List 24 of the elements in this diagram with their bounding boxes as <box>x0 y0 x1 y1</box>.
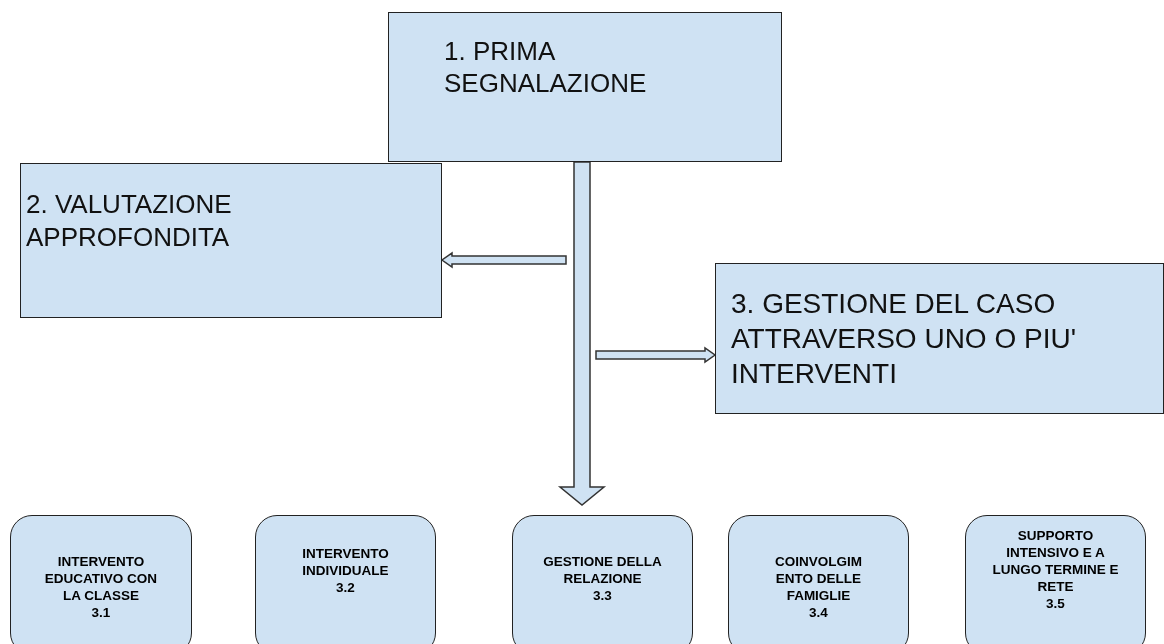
box-title: SUPPORTO INTENSIVO E A LUNGO TERMINE E RETE <box>991 528 1120 596</box>
process-box <box>715 263 1164 414</box>
rounded-box <box>965 515 1146 644</box>
rounded-box <box>10 515 192 644</box>
box-title: 2. VALUTAZIONE APPROFONDITA <box>26 188 233 253</box>
section-number: 3.5 <box>1045 595 1066 613</box>
block-arrow <box>595 346 717 364</box>
box-title: GESTIONE DELLA RELAZIONE <box>542 554 663 588</box>
process-box <box>20 163 442 318</box>
rounded-box <box>512 515 693 644</box>
rounded-box <box>728 515 909 644</box>
block-arrow <box>440 251 567 269</box>
box-title: COINVOLGIM ENTO DELLE FAMIGLIE <box>774 554 863 605</box>
box-title: 1. PRIMA SEGNALAZIONE <box>444 34 648 100</box>
box-title: INTERVENTO INDIVIDUALE <box>301 546 390 580</box>
process-box <box>388 12 782 162</box>
section-number: 3.4 <box>808 604 829 622</box>
section-number: 3.3 <box>592 587 613 605</box>
section-number: 3.2 <box>335 579 356 597</box>
rounded-box <box>255 515 436 644</box>
section-number: 3.1 <box>90 604 112 622</box>
box-title: 3. GESTIONE DEL CASO ATTRAVERSO UNO O PIU' INTERVENTI <box>731 287 1077 391</box>
box-title: INTERVENTO EDUCATIVO CON LA CLASSE <box>43 554 159 605</box>
block-arrow <box>557 161 607 506</box>
